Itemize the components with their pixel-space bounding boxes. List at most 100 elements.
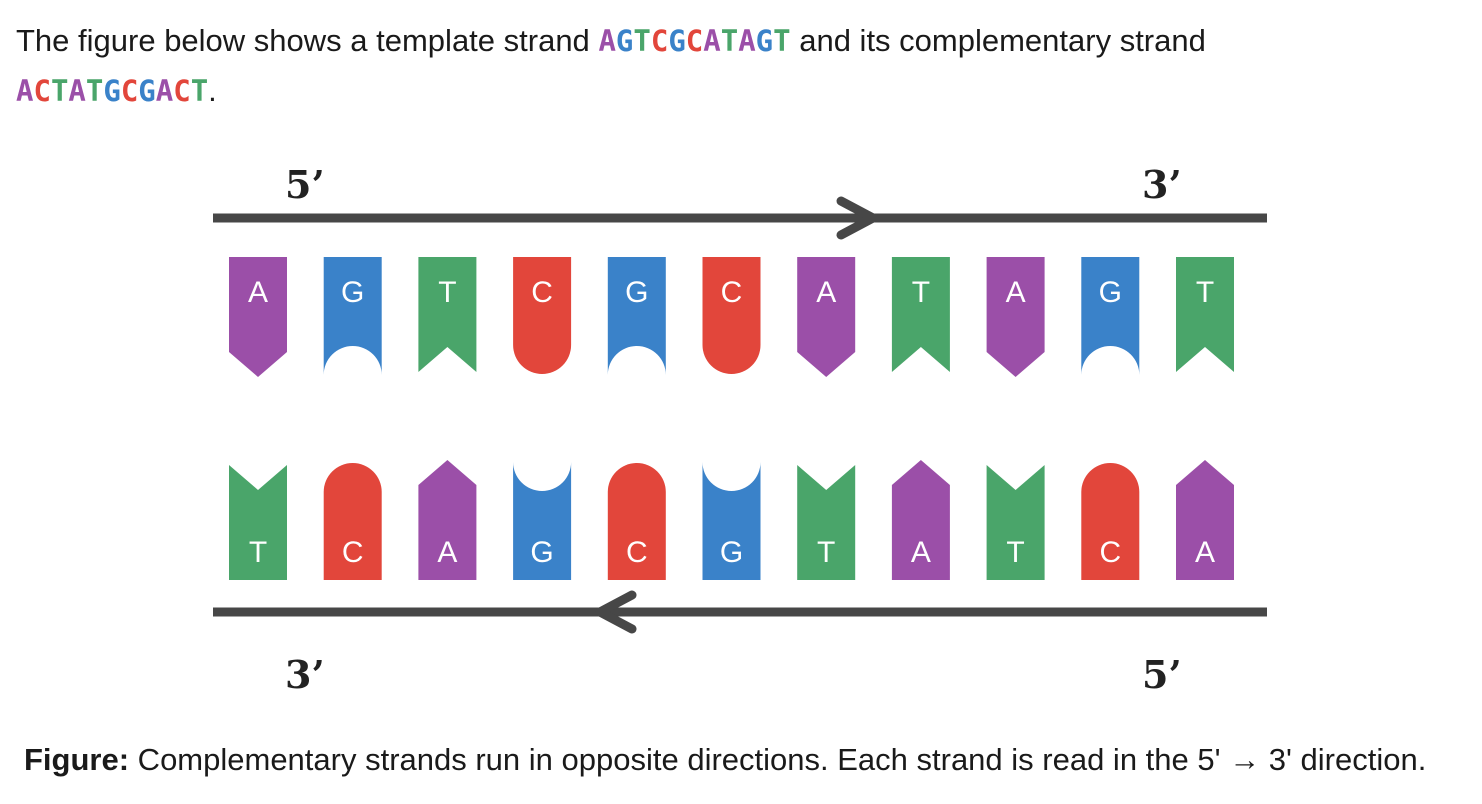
top-base-g: G — [1081, 257, 1140, 375]
bottom-base-g: G — [702, 462, 761, 580]
bottom-strand-left-label: 3’ — [285, 652, 325, 697]
bottom-base-shape — [1081, 463, 1140, 580]
top-base-a: A — [797, 257, 856, 377]
bottom-base-a: A — [891, 460, 950, 580]
bottom-base-letter: A — [437, 536, 457, 569]
bottom-base-letter: A — [911, 536, 931, 569]
top-base-shape — [1176, 257, 1234, 372]
top-base-letter: T — [1196, 276, 1214, 309]
sequence-letter-t: T — [720, 24, 739, 58]
top-base-shape — [1081, 257, 1140, 375]
top-base-shape — [797, 257, 856, 377]
bottom-base-shape — [986, 465, 1045, 580]
intro-text-3: . — [208, 73, 217, 108]
sequence-letter-c: C — [650, 24, 669, 58]
top-strand-left-label: 5’ — [285, 162, 325, 207]
sequence-letter-g: G — [755, 24, 774, 58]
top-base-letter: C — [721, 276, 743, 309]
top-base-letter: T — [438, 276, 456, 309]
template-sequence: AGTCGCATAGT — [598, 24, 790, 58]
top-strand: 5’ 3’ A G T C G C A T A G T — [213, 162, 1267, 377]
top-strand-direction-arrow — [836, 196, 878, 240]
figure-caption: Figure: Complementary strands run in opp… — [24, 738, 1426, 782]
top-base-t: T — [891, 257, 950, 372]
bottom-base-letter: C — [342, 536, 364, 569]
bottom-strand-direction-arrow — [595, 590, 637, 634]
top-base-letter: T — [912, 276, 930, 309]
sequence-letter-a: A — [16, 74, 34, 108]
bottom-base-letter: T — [249, 536, 267, 569]
top-base-letter: A — [1006, 276, 1026, 309]
bottom-base-letter: C — [1099, 536, 1121, 569]
top-base-letter: G — [625, 276, 648, 309]
sequence-letter-c: C — [120, 74, 139, 108]
intro-text-2: and its complementary strand — [799, 23, 1206, 58]
caption-text: Complementary strands run in opposite di… — [129, 742, 1427, 777]
sequence-letter-t: T — [773, 24, 791, 58]
top-base-a: A — [986, 257, 1045, 377]
sequence-letter-a: A — [68, 74, 86, 108]
bottom-base-g: G — [513, 462, 572, 580]
intro-text-1: The figure below shows a template strand — [16, 23, 590, 58]
sequence-letter-a: A — [155, 74, 174, 108]
top-base-letter: A — [816, 276, 836, 309]
top-base-shape — [229, 257, 287, 377]
bottom-base-shape — [513, 462, 572, 580]
bottom-base-shape — [418, 460, 477, 580]
top-base-c: C — [702, 257, 761, 374]
sequence-letter-g: G — [138, 74, 156, 108]
top-base-shape — [418, 257, 477, 372]
dna-strand-diagram: 5’ 3’ A G T C G C A T A G T 3’ 5’ T C A G C G T A T C A — [213, 162, 1267, 697]
top-base-shape — [702, 257, 761, 374]
sequence-letter-a: A — [598, 24, 616, 58]
bottom-base-shape — [702, 462, 761, 580]
sequence-letter-t: T — [85, 74, 104, 108]
bottom-base-letter: T — [817, 536, 835, 569]
bottom-base-letter: G — [530, 536, 553, 569]
bottom-base-c: C — [1081, 463, 1140, 580]
complement-sequence: ACTATGCGACT — [16, 74, 208, 108]
sequence-letter-g: G — [668, 24, 686, 58]
bottom-base-t: T — [986, 465, 1045, 580]
top-base-a: A — [229, 257, 287, 377]
top-base-c: C — [513, 257, 572, 374]
bottom-base-letter: G — [720, 536, 743, 569]
bottom-base-shape — [1176, 460, 1234, 580]
bottom-base-letter: A — [1195, 536, 1215, 569]
top-base-letter: A — [248, 276, 268, 309]
bottom-base-c: C — [607, 463, 666, 580]
top-base-shape — [323, 257, 382, 375]
sequence-letter-c: C — [685, 24, 704, 58]
bottom-base-a: A — [1176, 460, 1234, 580]
top-base-t: T — [1176, 257, 1234, 372]
sequence-letter-g: G — [103, 74, 121, 108]
top-base-shape — [607, 257, 666, 375]
bottom-strand-right-label: 5’ — [1142, 652, 1182, 697]
sequence-letter-a: A — [703, 24, 721, 58]
bottom-base-letter: C — [626, 536, 648, 569]
sequence-letter-t: T — [190, 74, 209, 108]
sequence-letter-a: A — [738, 24, 756, 58]
top-base-t: T — [418, 257, 477, 372]
top-base-g: G — [607, 257, 666, 375]
sequence-letter-t: T — [50, 74, 69, 108]
bottom-base-shape — [323, 463, 382, 580]
caption-label: Figure: — [24, 742, 130, 777]
bottom-base-letter: T — [1006, 536, 1024, 569]
sequence-letter-c: C — [33, 74, 51, 108]
bottom-base-a: A — [418, 460, 477, 580]
bottom-base-t: T — [797, 465, 856, 580]
top-base-g: G — [323, 257, 382, 375]
sequence-letter-t: T — [633, 24, 651, 58]
top-strand-right-label: 3’ — [1142, 162, 1182, 207]
bottom-strand: 3’ 5’ T C A G C G T A T C A — [213, 460, 1267, 697]
bottom-base-t: T — [229, 465, 287, 580]
sequence-letter-c: C — [173, 74, 191, 108]
bottom-base-shape — [891, 460, 950, 580]
bottom-base-c: C — [323, 463, 382, 580]
sequence-letter-g: G — [615, 24, 634, 58]
bottom-base-shape — [797, 465, 856, 580]
top-base-letter: G — [1099, 276, 1122, 309]
